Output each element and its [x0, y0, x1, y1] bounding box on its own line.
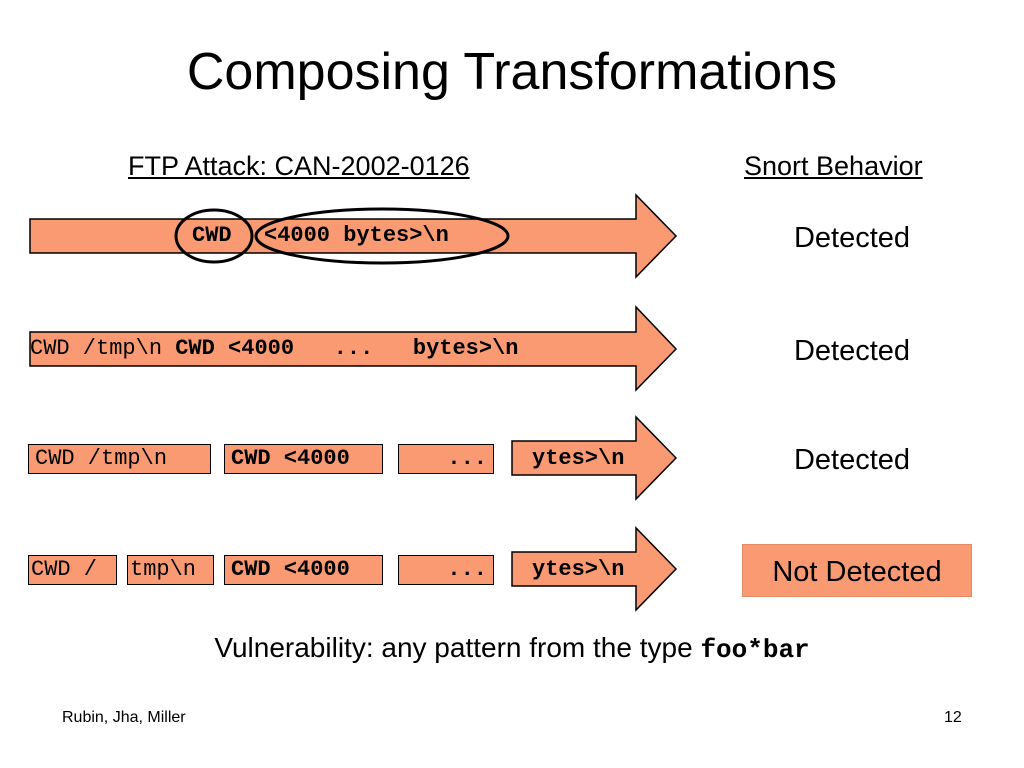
arrow-row-4 — [511, 526, 678, 612]
vulnerability-text: Vulnerability: any pattern from the type — [214, 632, 701, 663]
row4-fragment-4: ... — [398, 555, 494, 585]
behavior-column-heading: Snort Behavior — [744, 151, 923, 181]
row4-fragment-3: CWD <4000 — [224, 555, 383, 585]
arrow-row-3 — [511, 415, 678, 501]
attack-column-heading: FTP Attack: CAN-2002-0126 — [128, 151, 470, 181]
row4-fragment-5: ytes>\n — [532, 557, 625, 582]
row1-payload: <4000 bytes>\n — [264, 223, 449, 248]
slide-title: Composing Transformations — [186, 43, 838, 101]
row3-behavior: Detected — [793, 444, 911, 476]
row4-fragment-1: CWD / — [28, 555, 117, 585]
row3-fragment-1: CWD /tmp\n — [28, 444, 211, 474]
row3-fragment-3: ... — [398, 444, 494, 474]
row1-cmd: CWD — [192, 223, 232, 248]
payload-circle-annotation — [254, 207, 510, 265]
arrow-row-2 — [29, 305, 678, 392]
footer-authors: Rubin, Jha, Miller — [62, 709, 186, 726]
row1-behavior: Detected — [793, 222, 911, 254]
row2-packet: CWD /tmp\n CWD <4000 ... bytes>\n — [30, 336, 519, 362]
row2-behavior: Detected — [793, 335, 911, 367]
row4-fragment-2: tmp\n — [127, 555, 214, 585]
row3-fragment-2: CWD <4000 — [224, 444, 383, 474]
row2-bold: CWD <4000 ... bytes>\n — [175, 336, 519, 361]
vulnerability-line: Vulnerability: any pattern from the type… — [0, 630, 1024, 668]
row4-behavior-highlight: Not Detected — [742, 544, 972, 597]
row3-fragment-4: ytes>\n — [532, 446, 625, 471]
vulnerability-pattern: foo*bar — [700, 635, 810, 665]
row2-prefix: CWD /tmp\n — [30, 336, 176, 361]
page-number: 12 — [944, 709, 962, 726]
arrow-row-1 — [29, 193, 678, 279]
cwd-circle-annotation — [174, 208, 254, 264]
